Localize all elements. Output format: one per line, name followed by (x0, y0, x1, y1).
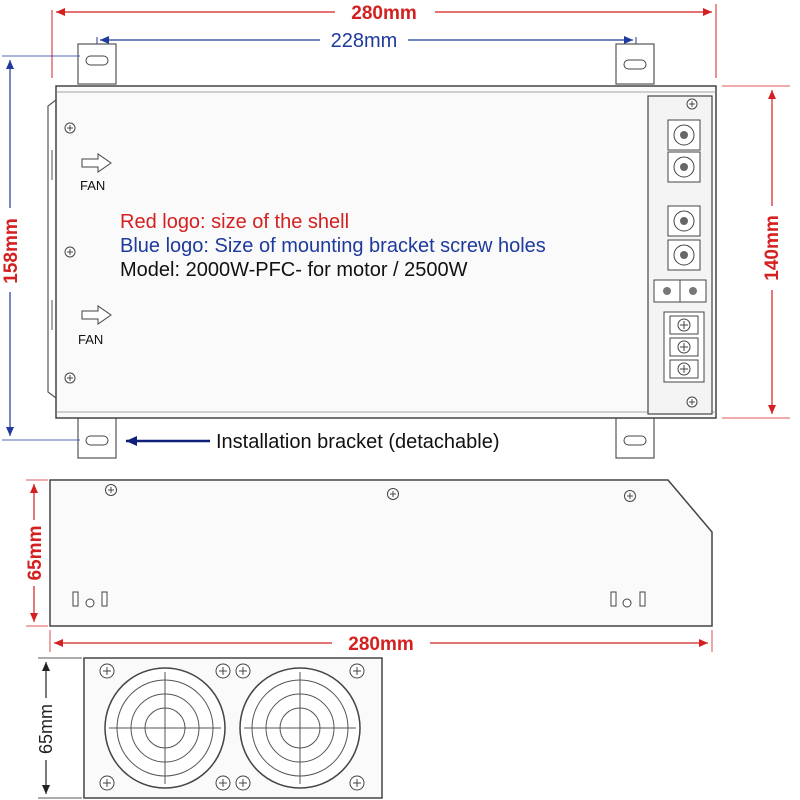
left-rail (47, 99, 57, 399)
terminal-panel (647, 95, 713, 415)
side-width-label: 280mm (348, 634, 414, 655)
side-width-dimension: 280mm (49, 630, 713, 655)
housing-screw (64, 372, 76, 384)
side-height-dimension: 65mm (24, 479, 48, 627)
front-view: 65mm (36, 657, 383, 799)
panel-screw (686, 98, 698, 110)
signal-connector-icon (653, 279, 707, 303)
fan-arrow-icon (81, 153, 112, 173)
top-width-label: 280mm (351, 3, 417, 24)
housing-body (55, 85, 717, 419)
right-height-label: 140mm (762, 215, 783, 281)
right-height-dimension: 140mm (722, 85, 790, 419)
side-height-label: 65mm (25, 526, 46, 581)
side-bracket-slots (72, 591, 108, 608)
rotary-knob-icon (667, 119, 701, 151)
side-screw (387, 488, 399, 500)
top-left-bracket (77, 43, 117, 85)
front-height-dimension: 65mm (36, 657, 82, 799)
housing-screw (64, 122, 76, 134)
top-right-bracket (615, 43, 655, 85)
fan-label-lower: FAN (78, 332, 103, 347)
top-view: 280mm 228mm (1, 1, 790, 459)
fan-grille-icon (235, 663, 365, 791)
front-height-label: 65mm (36, 704, 56, 754)
left-height-label: 158mm (1, 218, 22, 284)
rotary-knob-icon (667, 239, 701, 271)
bracket-callout: Installation bracket (detachable) (216, 431, 500, 453)
side-screw (624, 490, 636, 502)
rotary-knob-icon (667, 205, 701, 237)
legend-red: Red logo: size of the shell (120, 211, 349, 233)
bottom-left-bracket (77, 417, 117, 459)
rotary-knob-icon (667, 151, 701, 183)
fan-arrow-icon (81, 305, 112, 325)
panel-screw (686, 396, 698, 408)
bracket-spacing-dimension: 228mm (96, 30, 637, 60)
legend-blue: Blue logo: Size of mounting bracket scre… (120, 235, 546, 257)
side-view: 65mm 280mm (24, 479, 713, 655)
bottom-right-bracket (615, 417, 655, 459)
housing-screw (64, 246, 76, 258)
legend-model: Model: 2000W-PFC- for motor / 2500W (120, 259, 468, 281)
fan-label-upper: FAN (80, 178, 105, 193)
side-bracket-slots (610, 591, 646, 608)
bracket-spacing-label: 228mm (331, 30, 398, 52)
fan-grille-icon (99, 663, 231, 791)
side-housing (49, 479, 713, 627)
top-width-dimension: 280mm (51, 1, 717, 78)
power-terminal-icon (663, 311, 705, 383)
left-height-dimension: 158mm (1, 55, 80, 441)
side-screw (105, 484, 117, 496)
